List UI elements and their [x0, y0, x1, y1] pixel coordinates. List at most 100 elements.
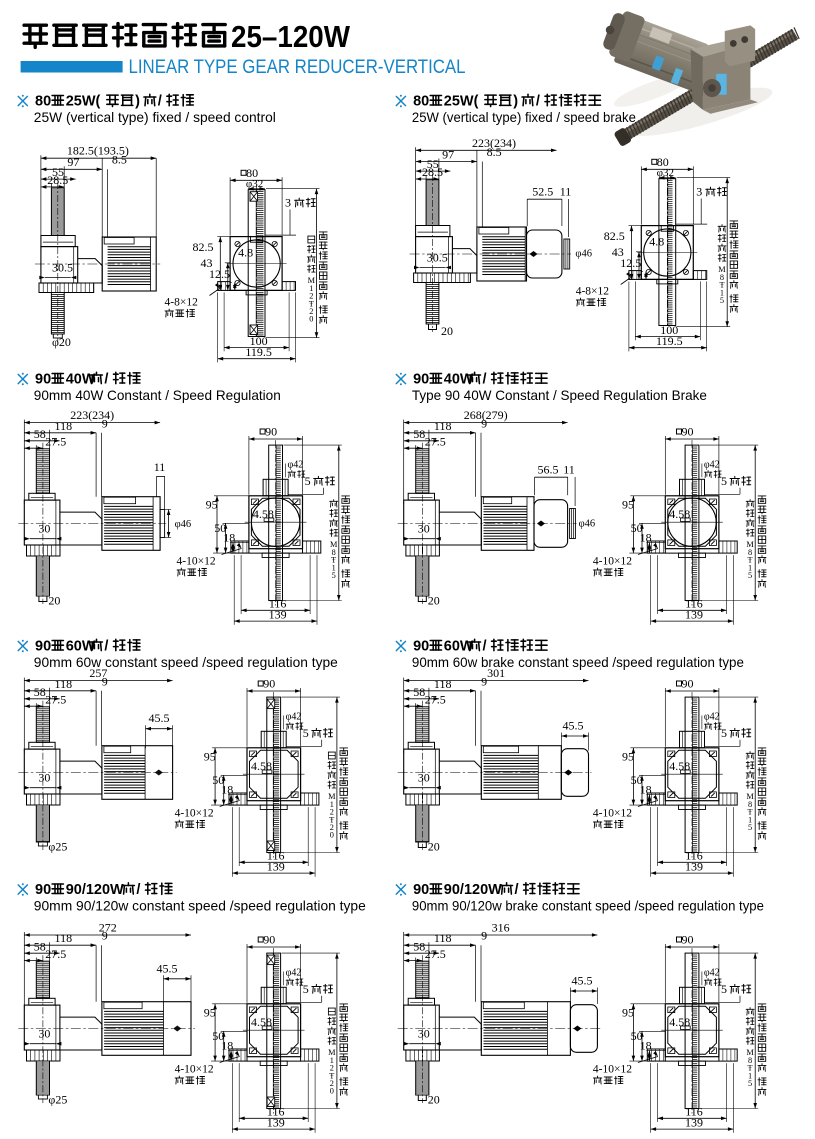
svg-text:9: 9 — [102, 929, 108, 943]
svg-text:95: 95 — [206, 498, 218, 512]
svg-text:9: 9 — [102, 416, 108, 430]
svg-text:Ŧ: Ŧ — [748, 556, 753, 565]
svg-text:M: M — [746, 792, 754, 801]
svg-text:/: / — [536, 94, 540, 110]
svg-text:50: 50 — [212, 773, 224, 787]
svg-text:M: M — [328, 792, 336, 801]
svg-text:12.5: 12.5 — [620, 256, 641, 270]
svg-text:LINEAR TYPE GEAR REDUCER-VERTI: LINEAR TYPE GEAR REDUCER-VERTICAL — [129, 56, 466, 78]
svg-text:Ŧ: Ŧ — [748, 808, 753, 817]
svg-text:Ŧ: Ŧ — [719, 281, 724, 290]
svg-text:139: 139 — [685, 859, 703, 873]
svg-text:55: 55 — [52, 165, 64, 179]
svg-text:90mm 90/120w constant speed /: 90mm 90/120w constant speed /speed regul… — [34, 898, 366, 914]
svg-text:116: 116 — [685, 849, 703, 863]
svg-text:20: 20 — [428, 594, 440, 608]
svg-text:118: 118 — [55, 931, 73, 945]
svg-text:9: 9 — [481, 929, 487, 943]
svg-text:0: 0 — [330, 1087, 334, 1096]
svg-text:Ŧ: Ŧ — [329, 815, 334, 824]
svg-text:80: 80 — [657, 155, 669, 169]
svg-text:φ42: φ42 — [286, 712, 302, 723]
svg-text:11: 11 — [560, 185, 572, 199]
svg-text:90/120W: 90/120W — [444, 882, 502, 898]
svg-text:139: 139 — [685, 607, 703, 621]
svg-text:182.5(193.5): 182.5(193.5) — [67, 144, 129, 158]
svg-text:φ42: φ42 — [704, 460, 720, 471]
svg-text:2: 2 — [330, 808, 334, 817]
svg-text:52.5: 52.5 — [532, 185, 553, 199]
svg-text:116: 116 — [269, 597, 287, 611]
svg-text:119.5: 119.5 — [656, 334, 683, 348]
svg-text:223(234): 223(234) — [472, 136, 516, 150]
svg-text:80: 80 — [413, 94, 429, 110]
svg-text:/: / — [136, 882, 140, 898]
svg-text:M: M — [718, 265, 726, 274]
svg-text:5: 5 — [332, 571, 336, 580]
svg-text:27.5: 27.5 — [45, 947, 66, 961]
svg-text:20: 20 — [428, 1093, 440, 1107]
svg-text:30: 30 — [38, 522, 50, 536]
svg-text:25W (vertical type) fixed / sp: 25W (vertical type) fixed / speed brake — [412, 109, 636, 125]
svg-text:M: M — [308, 276, 316, 285]
svg-text:90mm 90/120w brake constant sp: 90mm 90/120w brake constant speed /speed… — [412, 898, 764, 914]
svg-text:12.5: 12.5 — [209, 267, 230, 281]
svg-text:M: M — [746, 1048, 754, 1057]
svg-text:φ25: φ25 — [48, 1093, 67, 1107]
svg-text:56.5: 56.5 — [538, 463, 559, 477]
svg-text:3: 3 — [285, 196, 291, 210]
svg-text:25W(: 25W( — [444, 94, 479, 110]
svg-text:27.5: 27.5 — [45, 693, 66, 707]
svg-text:1: 1 — [332, 563, 336, 572]
svg-text:40W: 40W — [66, 372, 96, 388]
svg-text:5: 5 — [721, 982, 727, 996]
svg-text:27.5: 27.5 — [425, 435, 446, 449]
svg-text:4.58: 4.58 — [669, 759, 690, 773]
svg-text:20: 20 — [428, 840, 440, 854]
svg-text:45.5: 45.5 — [149, 711, 170, 725]
svg-text:97: 97 — [67, 155, 79, 169]
svg-text:43: 43 — [612, 245, 624, 259]
svg-text:8: 8 — [748, 1056, 752, 1065]
svg-text:4-10×12: 4-10×12 — [593, 1064, 632, 1076]
svg-text:58: 58 — [413, 685, 425, 699]
svg-text:5: 5 — [748, 823, 752, 832]
svg-text:8: 8 — [720, 273, 724, 282]
svg-text:50: 50 — [214, 521, 226, 535]
svg-text:5: 5 — [303, 726, 309, 740]
svg-text:Ŧ: Ŧ — [331, 556, 336, 565]
svg-text:45.5: 45.5 — [563, 719, 584, 733]
svg-text:90: 90 — [263, 933, 275, 947]
svg-text:2: 2 — [330, 1064, 334, 1073]
svg-text:45.5: 45.5 — [157, 961, 178, 975]
svg-text:95: 95 — [204, 1006, 216, 1020]
svg-text:82.5: 82.5 — [604, 229, 625, 243]
svg-text:9: 9 — [481, 674, 487, 688]
svg-text:50: 50 — [631, 1029, 643, 1043]
svg-text:30.5: 30.5 — [52, 261, 73, 275]
svg-text:90: 90 — [413, 882, 429, 898]
svg-text:80: 80 — [246, 166, 258, 180]
svg-text:90: 90 — [265, 425, 277, 439]
svg-text:4.58: 4.58 — [251, 1015, 272, 1029]
svg-text:28.5: 28.5 — [47, 173, 68, 187]
svg-text:90/120W: 90/120W — [66, 882, 124, 898]
svg-text:M: M — [330, 540, 338, 549]
svg-text:116: 116 — [267, 849, 285, 863]
svg-text:8: 8 — [332, 548, 336, 557]
svg-text:119.5: 119.5 — [245, 345, 272, 359]
svg-text:4.58: 4.58 — [669, 1015, 690, 1029]
svg-text:2: 2 — [330, 823, 334, 832]
svg-text:4.58: 4.58 — [253, 507, 274, 521]
svg-text:90: 90 — [413, 639, 429, 655]
svg-text:4-10×12: 4-10×12 — [177, 556, 216, 568]
svg-text:30: 30 — [38, 1027, 50, 1041]
svg-text:1: 1 — [720, 288, 724, 297]
svg-text:M: M — [746, 540, 754, 549]
svg-text:8: 8 — [748, 800, 752, 809]
svg-text:60W: 60W — [444, 639, 474, 655]
svg-text:268(279): 268(279) — [464, 408, 508, 422]
svg-text:Ŧ: Ŧ — [748, 1064, 753, 1073]
svg-text:95: 95 — [622, 498, 634, 512]
svg-text:43: 43 — [201, 256, 213, 270]
